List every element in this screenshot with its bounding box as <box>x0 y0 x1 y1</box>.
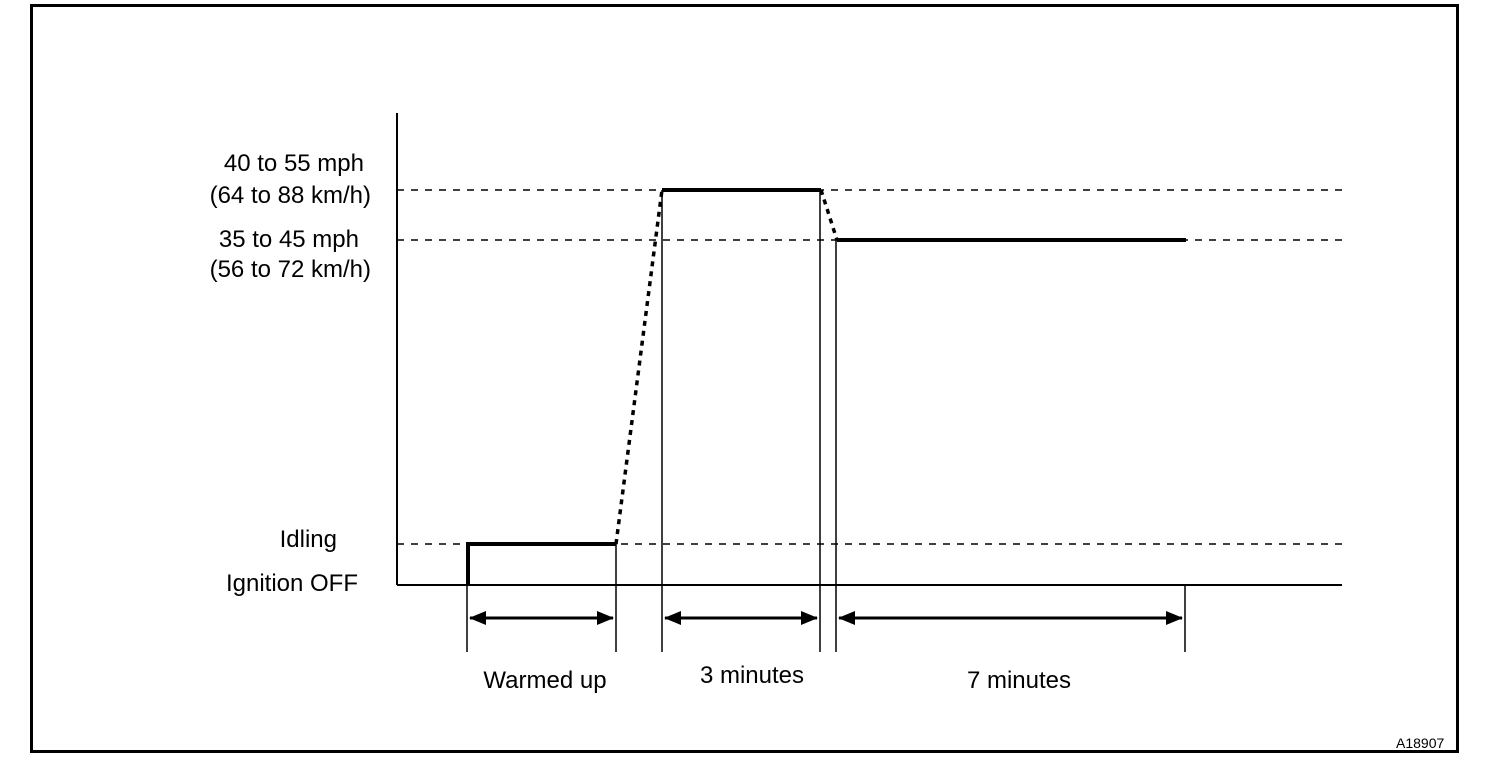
ignition-off-label: Ignition OFF <box>225 570 358 597</box>
idling-profile-segment <box>466 542 616 585</box>
seven-minutes-label: 7 minutes <box>966 667 1072 694</box>
idling-label: Idling <box>279 526 337 553</box>
warmed-up-label: Warmed up <box>483 667 607 694</box>
mid-speed-kmh-label: (56 to 72 km/h) <box>209 256 371 283</box>
mid-speed-mph-label: 35 to 45 mph <box>218 226 359 253</box>
acceleration-transition <box>614 189 664 545</box>
high-speed-kmh-label: (64 to 88 km/h) <box>209 182 371 209</box>
figure-code: A18907 <box>1396 735 1445 751</box>
warmed-up-duration-arrow <box>469 611 614 625</box>
three-minutes-label: 3 minutes <box>699 662 805 689</box>
three-minutes-duration-arrow <box>664 611 818 625</box>
figure-frame <box>30 4 1459 753</box>
high-speed-mph-label: 40 to 55 mph <box>223 150 364 177</box>
deceleration-transition <box>819 189 839 241</box>
seven-minutes-duration-arrow <box>838 611 1183 625</box>
